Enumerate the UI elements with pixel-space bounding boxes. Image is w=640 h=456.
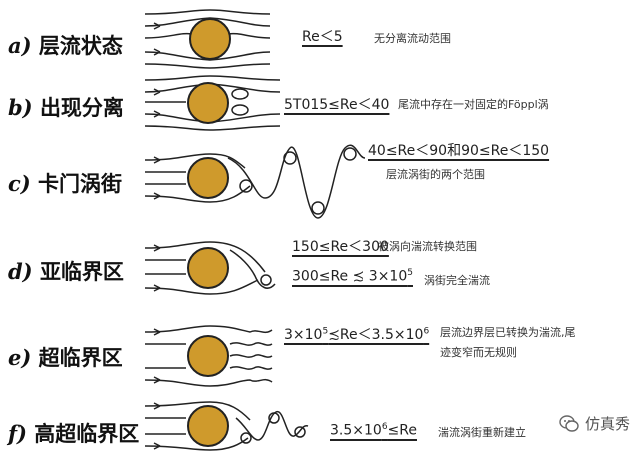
row-letter: f) xyxy=(8,421,27,446)
row-letter: e) xyxy=(8,345,31,370)
reynolds-range-2: 300≤Re ≾ 3×105 xyxy=(292,268,413,285)
row-title: 亚临界区 xyxy=(40,260,124,284)
row-label-hypercritical: f) 高超临界区 xyxy=(8,418,139,448)
row-title: 高超临界区 xyxy=(34,422,139,446)
row-title: 超临界区 xyxy=(39,346,123,370)
regime-description: 无分离流动范围 xyxy=(374,30,451,46)
reynolds-range: 3×105≾Re＜3.5×106 xyxy=(284,324,429,344)
row-laminar: a) 层流状态 Re＜5 无分离流动范围 xyxy=(0,0,640,76)
row-supercritical: e) 超临界区 3×105≾Re＜3.5×106 层流边界层已转换为湍流,尾 迹… xyxy=(0,314,640,394)
formula-part: 300≤Re ≾ 3×10 xyxy=(292,269,407,285)
formula-part: ≾Re＜3.5×10 xyxy=(328,327,423,343)
formula-exponent: 6 xyxy=(423,326,429,336)
row-title: 层流状态 xyxy=(39,34,123,58)
formula-part: 3×10 xyxy=(284,327,322,343)
row-label-subcritical: d) 亚临界区 xyxy=(8,256,124,286)
row-label-karman: c) 卡门涡街 xyxy=(8,168,122,198)
wechat-icon xyxy=(559,415,579,433)
regime-description: 被涡向湍流转换范围 xyxy=(378,238,477,254)
reynolds-range: 40≤Re＜90和90≤Re＜150 xyxy=(368,140,549,160)
flow-diagram-hypercritical xyxy=(140,396,320,456)
regime-description: 层流边界层已转换为湍流,尾 xyxy=(440,324,576,340)
row-label-separation: b) 出现分离 xyxy=(8,92,124,122)
flow-diagram-subcritical xyxy=(140,232,290,308)
formula-part: 3.5×10 xyxy=(330,423,382,439)
row-letter: b) xyxy=(8,95,33,120)
reynolds-range: 5T015≤Re＜40 xyxy=(284,94,389,114)
regime-description: 湍流涡街重新建立 xyxy=(438,424,526,440)
row-karman: c) 卡门涡街 40≤Re＜90和90≤Re＜150 层流涡街的两个范围 xyxy=(0,134,640,224)
regime-description: 层流涡街的两个范围 xyxy=(386,166,485,182)
flow-diagram-separation xyxy=(140,72,290,136)
flow-diagram-laminar xyxy=(140,2,280,76)
reynolds-range: 3.5×106≤Re xyxy=(330,422,417,439)
row-letter: a) xyxy=(8,33,32,58)
reynolds-range: 150≤Re＜300 xyxy=(292,236,389,256)
row-label-laminar: a) 层流状态 xyxy=(8,30,123,60)
row-label-supercritical: e) 超临界区 xyxy=(8,342,123,372)
regime-description-line2: 迹变窄而无规则 xyxy=(440,344,517,360)
row-hypercritical: f) 高超临界区 3.5×106≤Re 湍流涡街重新建立 xyxy=(0,394,640,456)
watermark: 仿真秀 xyxy=(559,413,630,434)
row-letter: d) xyxy=(8,259,33,284)
row-separation: b) 出现分离 5T015≤Re＜40 尾流中存在一对固定的Föppl涡 xyxy=(0,72,640,136)
row-subcritical: d) 亚临界区 150≤Re＜300 被涡向湍流转换范围 300≤Re ≾ 3×… xyxy=(0,226,640,310)
formula-part: ≤Re xyxy=(388,423,417,439)
row-title: 卡门涡街 xyxy=(38,172,122,196)
row-letter: c) xyxy=(8,171,31,196)
watermark-text: 仿真秀 xyxy=(585,413,630,434)
regime-description-2: 涡街完全湍流 xyxy=(424,272,490,288)
reynolds-range: Re＜5 xyxy=(302,26,343,46)
flow-diagram-karman xyxy=(140,138,370,224)
flow-diagram-supercritical xyxy=(140,318,280,394)
row-title: 出现分离 xyxy=(40,96,124,120)
formula-exponent: 5 xyxy=(407,268,413,278)
regime-description: 尾流中存在一对固定的Föppl涡 xyxy=(398,96,549,112)
